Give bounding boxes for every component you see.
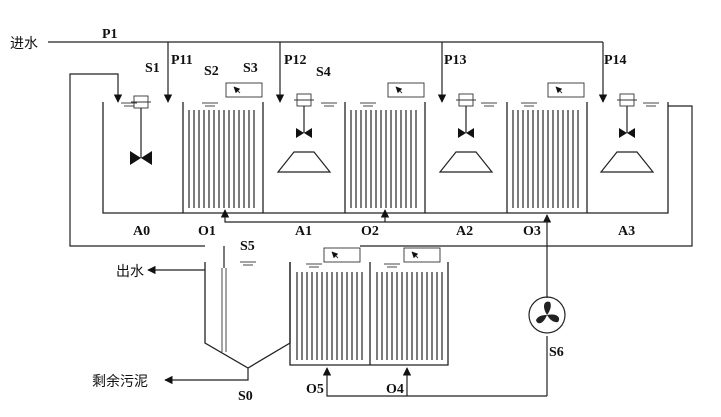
- mixer-icon: [438, 93, 494, 173]
- recycle-pipe-to-a0: [69, 73, 205, 247]
- label-s3: S3: [243, 61, 258, 76]
- inlet-pipe-p1: [48, 41, 608, 103]
- label-s0: S0: [238, 389, 253, 404]
- clarifier: [204, 246, 291, 369]
- label-a0: A0: [133, 224, 150, 239]
- sensor-box-icon: [323, 247, 361, 263]
- label-p1: P1: [102, 27, 118, 42]
- lower-membrane-tanks: [289, 262, 449, 366]
- sensor-box-icon: [387, 82, 425, 98]
- membrane-module-o5: [296, 272, 363, 360]
- mixer-icon: [599, 93, 655, 173]
- label-p12: P12: [284, 53, 307, 68]
- sensor-box-icon: [547, 82, 585, 98]
- label-p11: P11: [171, 53, 193, 68]
- label-o5: O5: [306, 382, 324, 397]
- label-a2: A2: [456, 224, 473, 239]
- label-o4: O4: [386, 382, 404, 397]
- membrane-module-o4: [376, 272, 443, 360]
- label-s5: S5: [240, 239, 255, 254]
- mixer-icon: [276, 93, 332, 173]
- inlet-label: 进水: [10, 36, 38, 52]
- label-s1: S1: [145, 61, 160, 76]
- label-s4: S4: [316, 65, 331, 80]
- membrane-module-o1: [188, 110, 255, 208]
- label-p13: P13: [444, 53, 467, 68]
- aeration-pipework: [220, 209, 552, 397]
- sludge-label: 剩余污泥: [92, 373, 148, 390]
- outlet-label: 出水: [116, 264, 144, 280]
- label-p14: P14: [604, 53, 627, 68]
- sensor-box-icon: [403, 247, 441, 263]
- label-o2: O2: [361, 224, 379, 239]
- label-a3: A3: [618, 224, 635, 239]
- label-o1: O1: [198, 224, 216, 239]
- label-s6: S6: [549, 345, 564, 360]
- sludge-pipe: [164, 368, 249, 385]
- label-s2: S2: [204, 64, 219, 79]
- blower-icon: [528, 296, 566, 334]
- label-o3: O3: [523, 224, 541, 239]
- label-a1: A1: [295, 224, 312, 239]
- sensor-box-icon: [225, 82, 263, 98]
- mixer-icon: [130, 95, 152, 165]
- membrane-module-o2: [350, 110, 417, 208]
- membrane-module-o3: [512, 110, 579, 208]
- a3-outlet-pipe: [360, 105, 693, 247]
